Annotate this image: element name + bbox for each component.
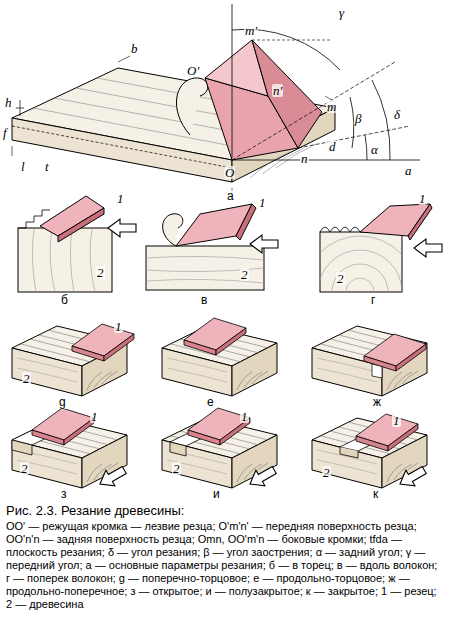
figure-letter: в [200,294,208,307]
figure-letter: б [60,294,69,307]
diagram-label: f [2,126,8,139]
diagram-label: l [20,160,26,173]
figure-letter: и [212,488,221,501]
diagram-label: β [354,112,362,125]
figure-letter: г [370,294,376,307]
diagram-label: 2 [172,462,181,475]
diagram-label: 1 [114,320,123,333]
diagram-label: O [224,166,235,179]
diagram-label: γ [338,6,345,19]
figure-letter: g [58,396,67,409]
figure-caption: OO' — режущая кромка — лезвие резца; O'm… [6,520,444,611]
diagram-label: a [404,164,413,177]
figure-letter: к [372,488,379,501]
diagram-label: O' [186,64,200,77]
diagram-label: 2 [240,268,249,281]
diagram-label: 1 [258,196,267,209]
diagram-label: 1 [418,192,427,205]
diagram-label: δ [393,108,401,121]
diagram-label: 1 [90,410,99,423]
diagram-label: n' [272,84,283,97]
diagram-label: m [326,100,337,113]
diagram-label: 2 [22,372,31,385]
diagram-label: h [4,96,13,109]
figure-letter: ж [372,396,382,409]
figure-letter: е [206,396,215,409]
diagram-label: 1 [116,192,125,205]
figure-letter: а [226,190,235,203]
diagram-label: α [370,143,379,156]
diagram-label: m' [244,24,258,37]
diagram-label: 2 [336,272,345,285]
figure-title: Рис. 2.3. Резание древесины: [6,503,444,518]
diagram-label: 2 [20,462,29,475]
diagram-label: d [328,140,337,153]
diagram-label: 1 [240,410,249,423]
figure-letter: з [60,488,68,501]
diagram-label: b [130,42,139,55]
diagram-label: 2 [322,466,331,479]
diagram-label: 2 [96,266,105,279]
diagram-label: n [300,152,309,165]
diagram-label: t [44,160,50,173]
diagram-label: 1 [392,414,401,427]
